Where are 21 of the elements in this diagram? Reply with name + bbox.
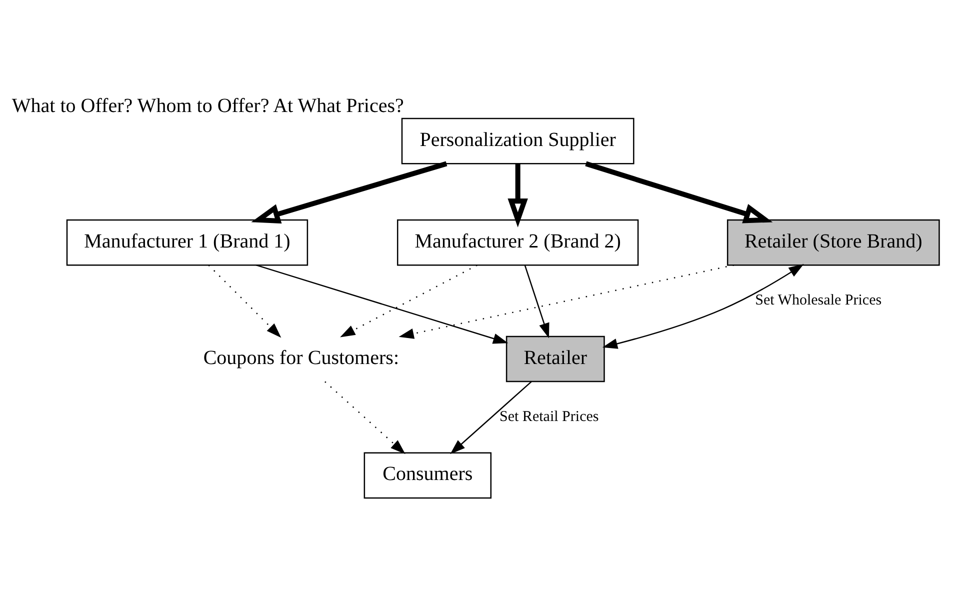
node-box: Retailer bbox=[506, 336, 605, 382]
arrow bbox=[340, 264, 478, 338]
arrow bbox=[585, 161, 773, 224]
arrow bbox=[324, 381, 406, 454]
node-box: Retailer (Store Brand) bbox=[726, 219, 940, 266]
arrow bbox=[251, 161, 448, 224]
node-box: Manufacturer 1 (Brand 1) bbox=[66, 219, 308, 266]
node-box: Personalization Supplier bbox=[401, 118, 634, 164]
arrow bbox=[508, 164, 528, 228]
node-text: Coupons for Customers: bbox=[203, 346, 400, 369]
node-box: Consumers bbox=[364, 452, 492, 499]
arrow bbox=[208, 264, 282, 338]
arrow bbox=[256, 264, 508, 344]
edge-label: Set Retail Prices bbox=[500, 409, 599, 426]
node-label: What to Offer? Whom to Offer? At What Prices? bbox=[12, 95, 404, 118]
arrow bbox=[524, 265, 550, 338]
arrow bbox=[398, 264, 734, 339]
arrow bbox=[602, 264, 804, 349]
arrow bbox=[450, 381, 532, 454]
edge-label: Set Wholesale Prices bbox=[755, 292, 882, 309]
node-box: Manufacturer 2 (Brand 2) bbox=[396, 219, 639, 266]
